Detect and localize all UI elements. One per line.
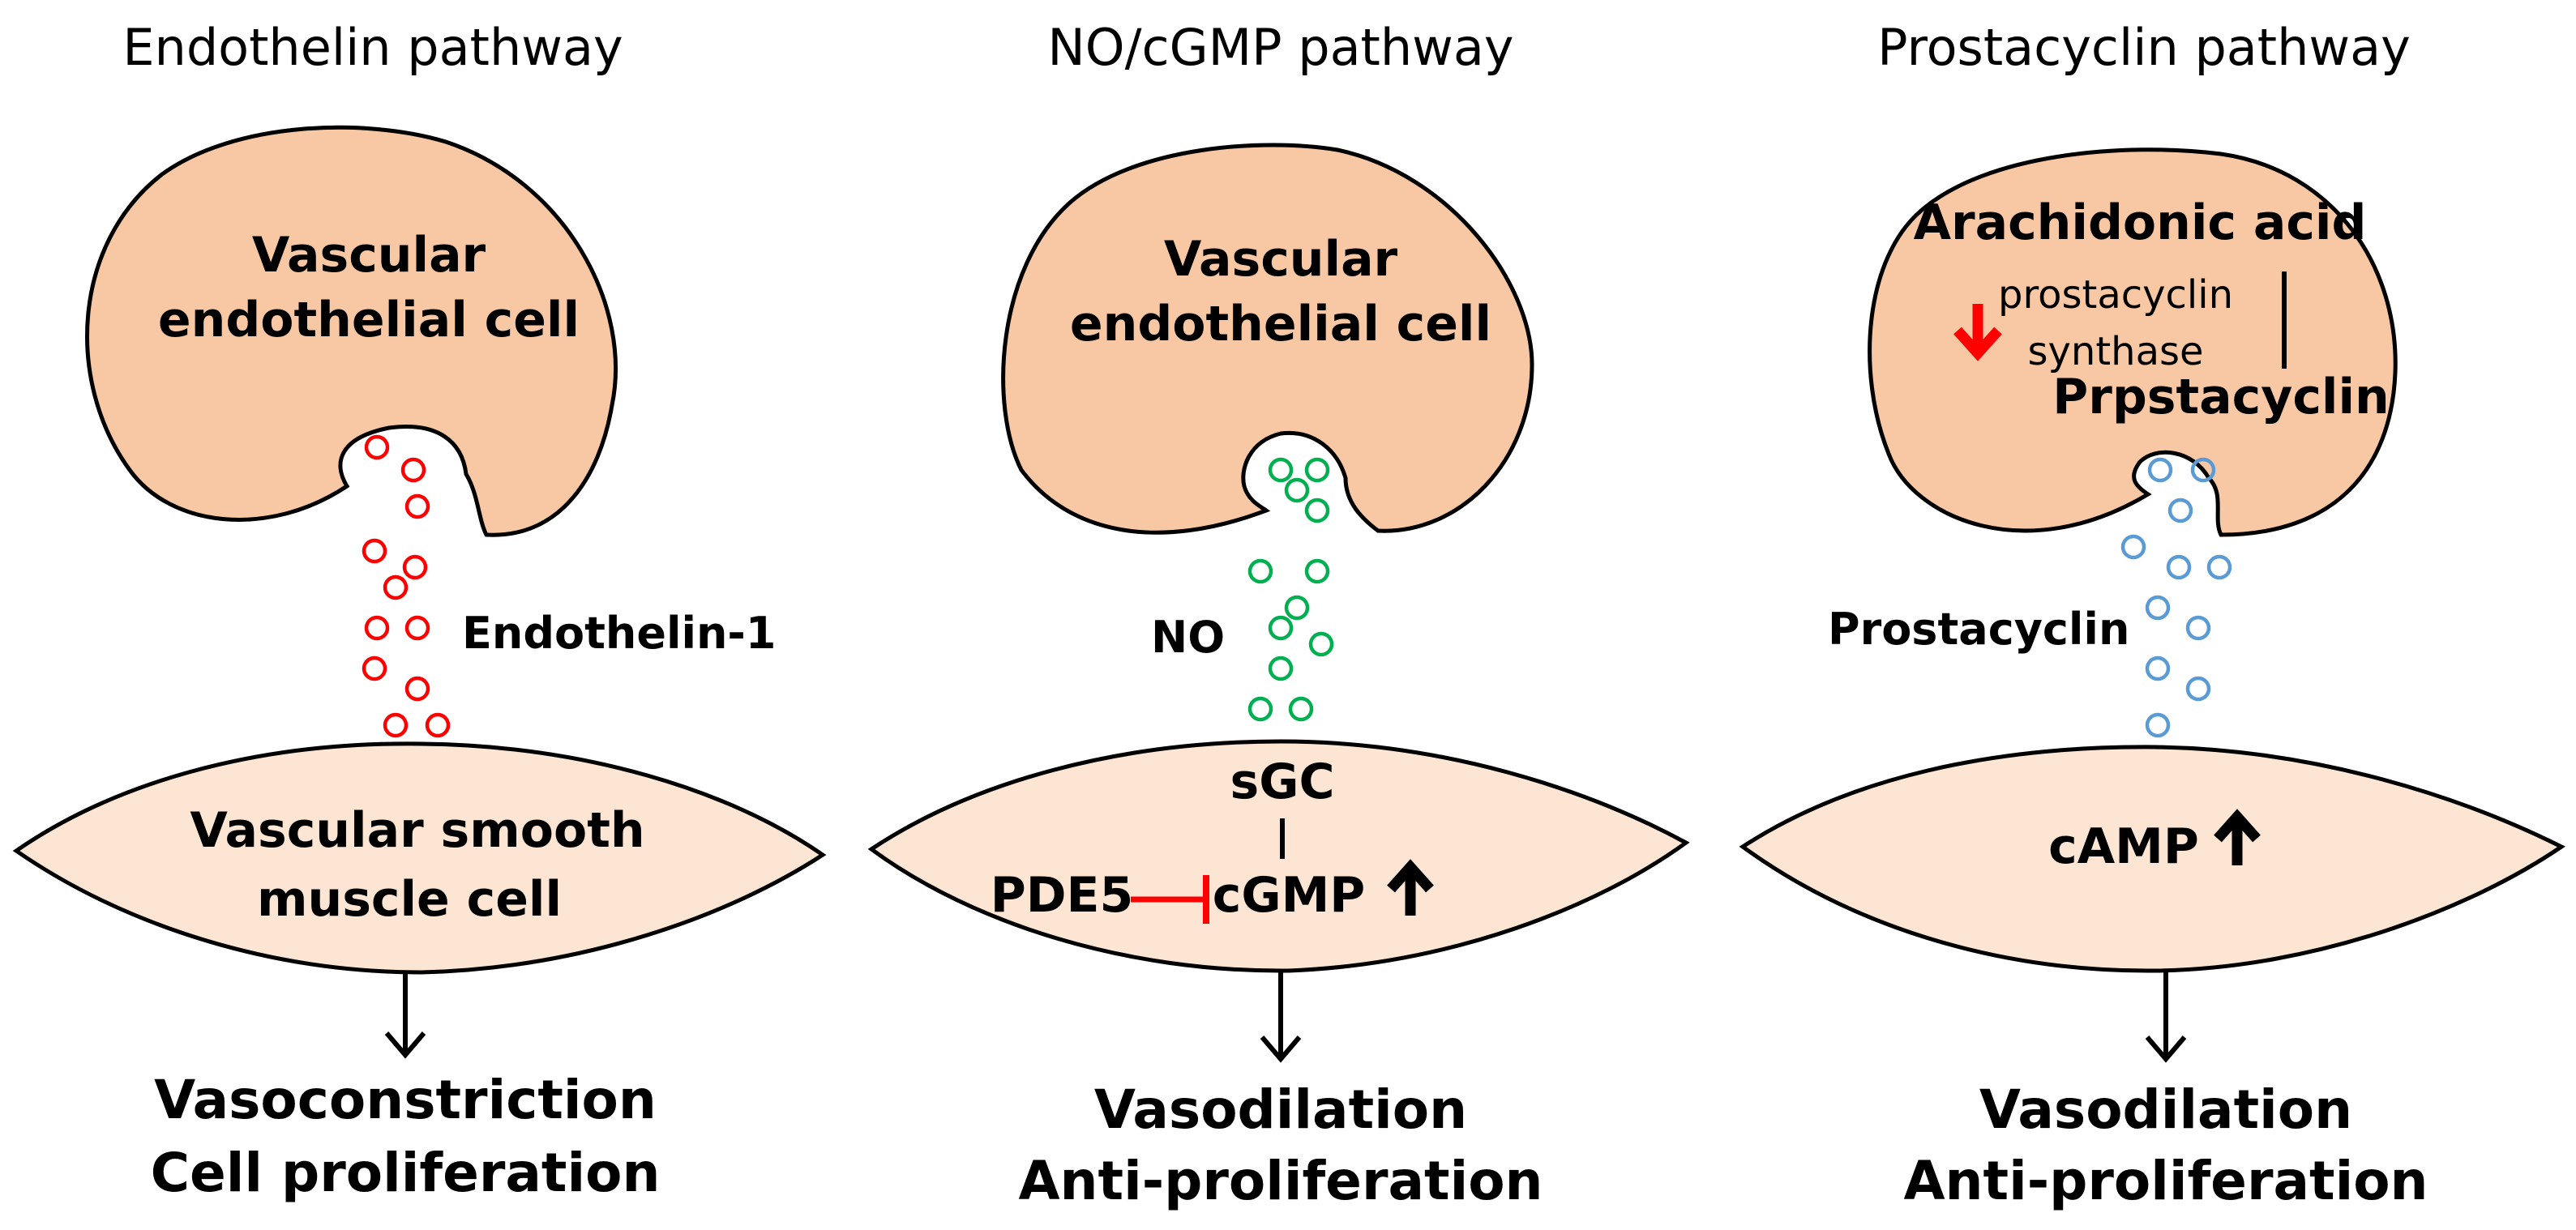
endothelin-vesicle: [400, 457, 426, 483]
enzyme-label-2: synthase: [2027, 329, 2203, 374]
no-vesicle: [1304, 498, 1330, 523]
endothelin-smc-label-2: muscle cell: [257, 871, 562, 928]
endothelin-vesicle: [404, 676, 430, 702]
no-vesicle: [1268, 656, 1294, 681]
camp-up-arrow-icon: [2214, 809, 2261, 865]
prostacyclin-vesicle: [2185, 676, 2211, 702]
endothelin-vesicle: [362, 538, 387, 564]
no-vesicle: [1284, 477, 1310, 503]
prostacyclin-vesicle: [2167, 498, 2193, 523]
camp-label: cAMP: [2048, 818, 2199, 875]
endothelin-vesicle: [402, 554, 428, 580]
prostacyclin-vesicle: [2166, 554, 2192, 580]
prostacyclin-vesicle: [2145, 712, 2171, 738]
no-vesicle: [1247, 558, 1273, 584]
prostacyclin-vesicle: [2147, 457, 2173, 483]
endothelin-vesicle: [404, 615, 430, 641]
no-vesicle: [1288, 696, 1314, 722]
endothelin-vesicles: [362, 434, 451, 738]
prostacyclin-panel: Prostacyclin pathway Arachidonic acid pr…: [1739, 18, 2565, 1212]
prostacyclin-vesicle: [2145, 595, 2171, 621]
endothelin-mediator-label: Endothelin-1: [462, 608, 776, 659]
prostacyclin-vesicle: [2185, 615, 2211, 641]
no-vesicle: [1268, 615, 1294, 641]
endothelin-endothelial-label-1: Vascular: [252, 227, 486, 284]
endothelin-vesicle: [364, 434, 390, 460]
endothelin-vesicle: [364, 615, 390, 641]
no-vesicle: [1304, 457, 1330, 483]
no-vesicle: [1268, 457, 1294, 483]
endothelin-endothelial-label-2: endothelial cell: [158, 292, 580, 348]
no-mediator-label: NO: [1151, 612, 1225, 663]
prostacyclin-vesicle: [2206, 554, 2232, 580]
enzyme-label-1: prostacyclin: [1998, 272, 2233, 318]
no-cgmp-panel-title: NO/cGMP pathway: [1047, 18, 1513, 77]
endothelin-vesicle: [383, 712, 409, 738]
prostacyclin-mediator-label: Prostacyclin: [1828, 604, 2129, 655]
no-smooth-muscle-cell: [867, 739, 1690, 973]
prostacyclin-vesicles: [2120, 457, 2232, 738]
prostacyclin-product-label: Prpstacyclin: [2052, 369, 2390, 425]
arachidonic-acid-label: Arachidonic acid: [1914, 194, 2367, 251]
no-vesicle: [1247, 696, 1273, 722]
cgmp-up-arrow-icon: [1387, 859, 1434, 916]
endothelin-panel: Endothelin pathway Vascular endothelial …: [12, 18, 827, 1204]
prostacyclin-outcome-1: Vasodilation: [1979, 1078, 2352, 1141]
no-sgc-label: sGC: [1230, 754, 1335, 810]
no-cgmp-label: cGMP: [1213, 867, 1366, 924]
endothelin-vesicle: [383, 574, 409, 600]
no-vesicle: [1284, 595, 1310, 621]
no-result-arrowhead: [1260, 1036, 1302, 1063]
endothelin-result-arrowhead: [384, 1031, 426, 1059]
endothelin-vesicle: [425, 712, 451, 738]
endothelin-endothelial-cell: [85, 125, 618, 537]
endothelin-outcome-1: Vasoconstriction: [154, 1069, 657, 1131]
no-pde5-label: PDE5: [991, 867, 1134, 924]
endothelin-smooth-muscle-cell: [12, 741, 827, 975]
no-vesicle: [1308, 631, 1334, 657]
no-endothelial-cell: [1001, 143, 1534, 535]
no-outcome-2: Anti-proliferation: [1018, 1150, 1543, 1212]
prostacyclin-result-arrowhead: [2145, 1036, 2187, 1063]
prostacyclin-outcome-2: Anti-proliferation: [1903, 1150, 2428, 1212]
synthase-down-arrow-icon: [1953, 304, 2002, 361]
endothelin-smc-label-1: Vascular smooth: [190, 802, 644, 859]
endothelin-outcome-2: Cell proliferation: [151, 1142, 661, 1204]
no-endothelial-label-2: endothelial cell: [1070, 296, 1491, 352]
no-outcome-1: Vasodilation: [1094, 1078, 1467, 1141]
prostacyclin-panel-title: Prostacyclin pathway: [1877, 18, 2411, 77]
prostacyclin-vesicle: [2145, 656, 2171, 681]
endothelin-panel-title: Endothelin pathway: [122, 18, 623, 77]
no-vesicle: [1304, 558, 1330, 584]
no-cgmp-panel: NO/cGMP pathway Vascular endothelial cel…: [867, 18, 1690, 1212]
prostacyclin-vesicle: [2190, 457, 2216, 483]
endothelin-vesicle: [362, 656, 387, 681]
prostacyclin-smooth-muscle-cell: [1739, 745, 2565, 973]
prostacyclin-vesicle: [2120, 534, 2146, 560]
no-vesicles: [1247, 457, 1334, 722]
no-endothelial-label-1: Vascular: [1164, 231, 1398, 288]
endothelin-vesicle: [404, 493, 430, 519]
